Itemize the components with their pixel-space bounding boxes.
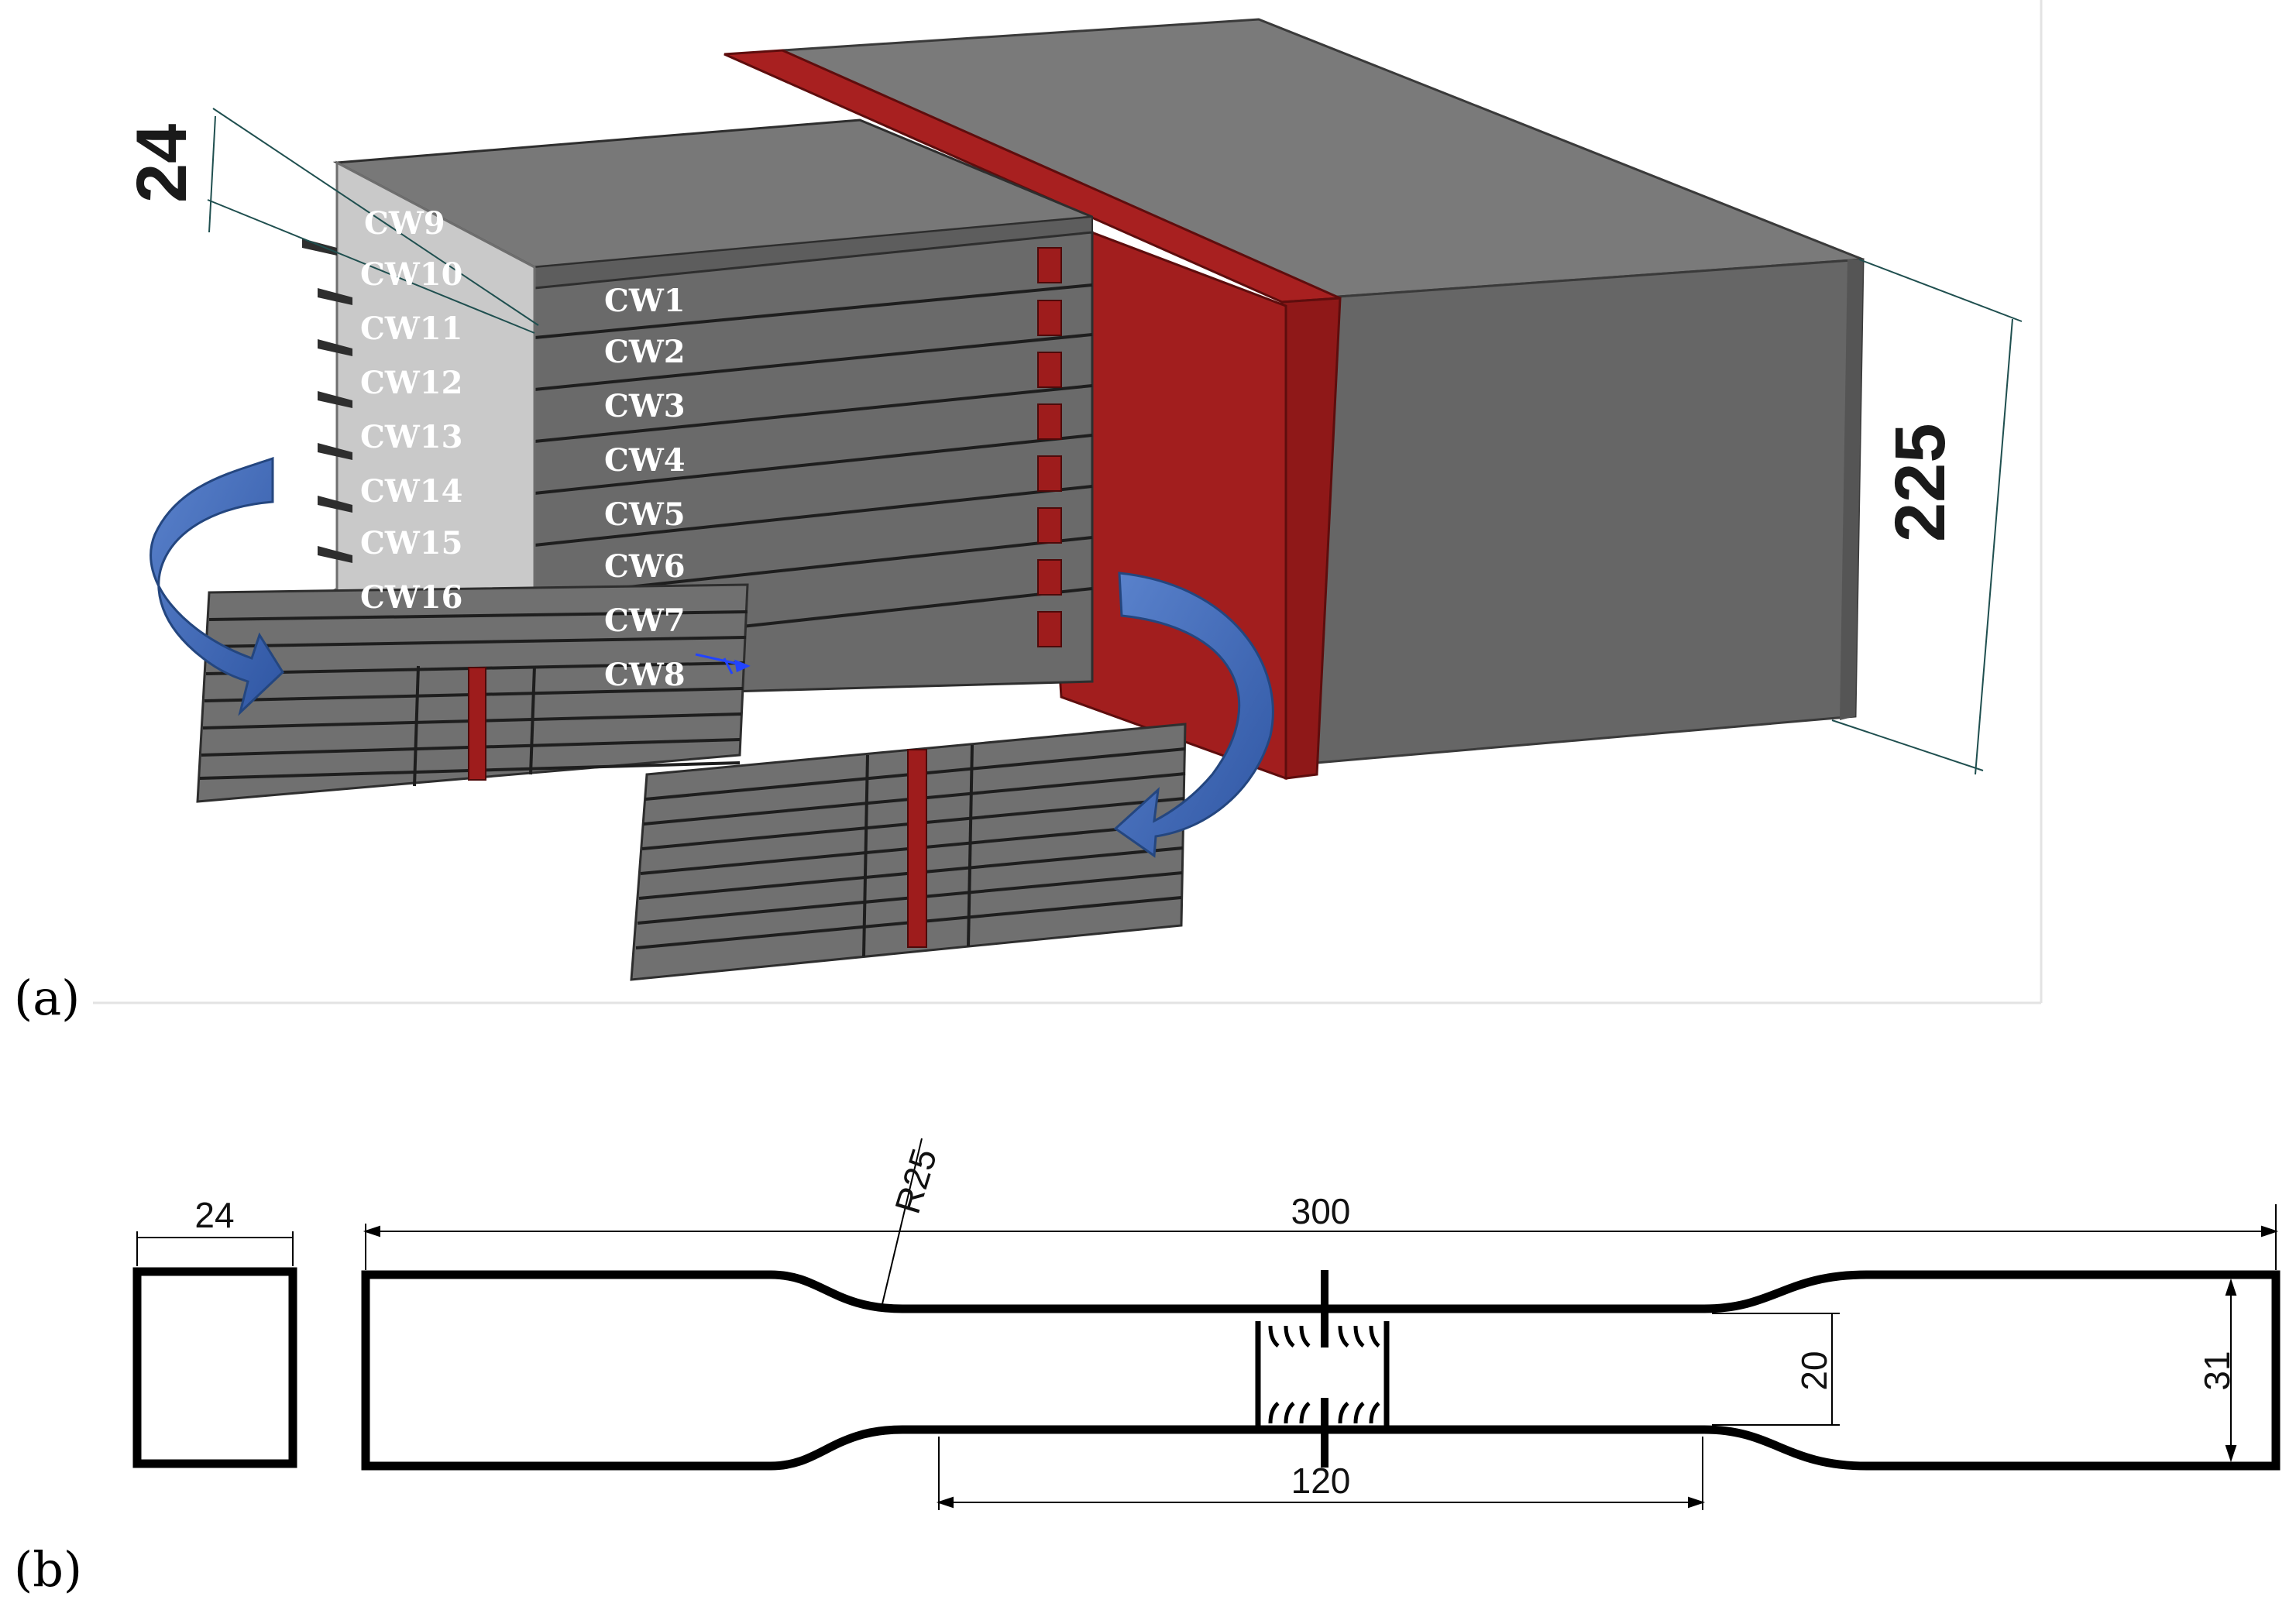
curved-arrow-left-icon: [150, 456, 284, 716]
label-cw10: CW10: [360, 256, 462, 293]
specimen-labels-left: CW9 CW10 CW11 CW12 CW13 CW14 CW15 CW16: [360, 205, 462, 616]
gauge-width-dimension: [1712, 1313, 1840, 1426]
label-cw3: CW3: [604, 388, 686, 424]
label-cw4: CW4: [604, 442, 686, 479]
label-cw1: CW1: [604, 283, 686, 319]
steel-block: [782, 18, 1865, 764]
grip-width-dimension: [2225, 1278, 2237, 1463]
panel-a-3d-model: 24 225 CW9 CW10 CW11 CW12 CW13 CW14 CW15…: [14, 0, 2043, 1026]
radius-label: R25: [887, 1144, 944, 1218]
dimension-thickness: [207, 108, 539, 334]
label-cw9: CW9: [364, 205, 445, 242]
gauge-length-label: 120: [1291, 1461, 1351, 1501]
gauge-length-dimension: [936, 1437, 1706, 1510]
specimen-stack: [332, 118, 1094, 699]
gauge-width-label: 20: [1794, 1351, 1834, 1390]
label-cw6: CW6: [604, 548, 686, 585]
dimension-thickness-label: 24: [122, 124, 201, 203]
dogbone-outline: [361, 1270, 2281, 1471]
specimen-labels-right: CW1 CW2 CW3 CW4 CW5 CW6 CW7 CW8: [604, 283, 686, 693]
coordinate-marker-icon: [695, 653, 751, 675]
right-cut-stack: [630, 723, 1187, 981]
label-cw2: CW2: [604, 334, 686, 370]
curved-arrow-right-icon: [1113, 572, 1274, 858]
dimension-height: [1831, 259, 2023, 775]
cross-section-width-label: 24: [194, 1195, 234, 1235]
panel-b-label: (b): [14, 1541, 82, 1598]
label-cw5: CW5: [604, 496, 686, 533]
total-length-label: 300: [1291, 1191, 1351, 1231]
label-cw15: CW15: [360, 525, 462, 561]
strain-gauge: [1255, 1270, 1390, 1468]
radius-leader: [881, 1138, 923, 1308]
label-cw12: CW12: [360, 365, 462, 401]
dimension-height-label: 225: [1881, 424, 1960, 543]
cross-section-outline: [132, 1267, 297, 1468]
label-cw7: CW7: [604, 603, 686, 639]
label-cw11: CW11: [360, 311, 462, 347]
length-dimension: [363, 1204, 2279, 1270]
grip-width-label: 31: [2197, 1351, 2237, 1390]
label-cw8: CW8: [604, 657, 686, 693]
left-cut-stack: [196, 583, 749, 803]
panel-a-label: (a): [14, 970, 80, 1026]
label-cw13: CW13: [360, 419, 462, 455]
panel-b-drawing: 24 300: [14, 1138, 2281, 1598]
label-cw16: CW16: [360, 579, 462, 616]
cross-section-dimension: [136, 1231, 294, 1266]
label-cw14: CW14: [360, 473, 462, 510]
